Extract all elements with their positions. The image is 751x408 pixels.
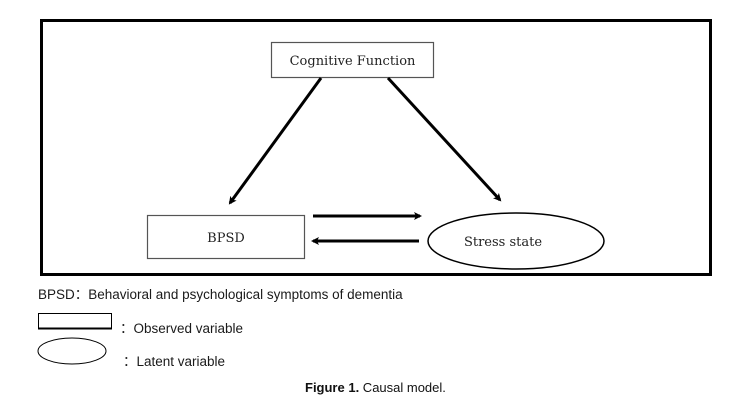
legend-abbreviation: BPSD：Behavioral and psychological sympto… [38,287,403,302]
legend-latent-symbol [37,337,107,365]
diagram-frame [40,19,712,276]
node-bpsd-box [146,214,306,260]
node-cognitive-function-label: Cognitive Function [290,54,416,69]
figure-caption-text: Causal model. [359,380,446,395]
legend-observed-symbol [38,313,112,329]
figure-caption-label: Figure 1. [305,380,360,395]
node-cognitive-function: Cognitive Function [270,41,435,79]
edge-cognitive-to-stress [386,76,502,202]
node-cognitive-function-box [270,41,435,79]
node-stress-state-label: Stress state [464,235,542,250]
node-bpsd: BPSD [146,214,306,260]
node-bpsd-label: BPSD [207,231,245,246]
legend-latent-label: ：Latent variable [123,354,226,369]
node-stress-state-ellipse [427,212,605,270]
node-stress-state: Stress state [427,212,605,270]
edge-cognitive-to-bpsd [228,77,323,205]
legend-observed-label: ：Observed variable [120,321,244,336]
figure-caption: Figure 1. Causal model. [305,380,446,395]
